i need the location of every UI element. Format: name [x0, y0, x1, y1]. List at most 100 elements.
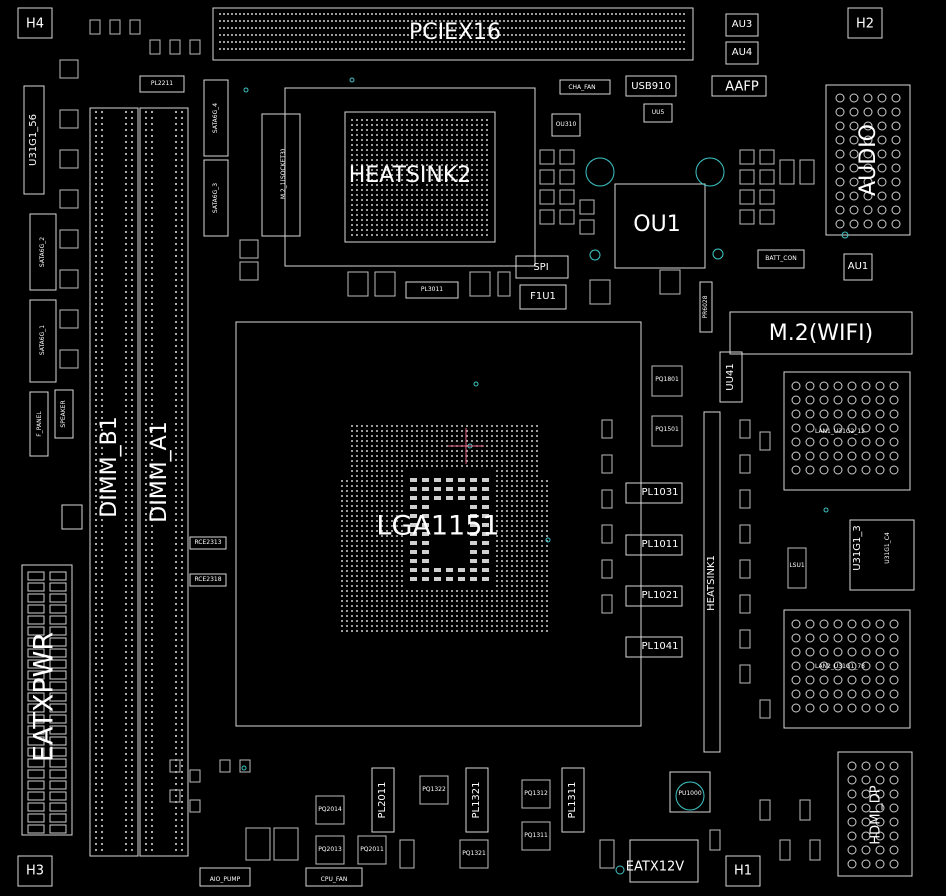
lan2-label: LAN2_U31G1_78 — [814, 663, 866, 670]
pl2211-inductor — [139, 75, 185, 93]
m2-wifi-slot[interactable] — [729, 311, 913, 355]
pl1021-label: PL1021 — [641, 590, 679, 601]
pl2011-label: PL2011 — [377, 781, 388, 819]
rce2313-label: RCE2313 — [194, 539, 222, 546]
pch-chip-outline — [344, 111, 496, 243]
uu5-label: UU5 — [651, 109, 665, 116]
f-panel-label: F_PANEL — [36, 411, 43, 437]
sata-1-label: SATA6G_1 — [39, 324, 46, 356]
lga1151-label: LGA1151 — [376, 510, 500, 542]
eatx12v-label: EATX12V — [625, 859, 685, 875]
pq1322-label: PQ1322 — [422, 786, 446, 793]
aafp-header[interactable] — [711, 75, 767, 97]
ou310-label: OU310 — [555, 121, 577, 128]
m2-wifi-label: M.2(WIFI) — [768, 321, 874, 346]
pl1011-label: PL1011 — [641, 539, 679, 550]
aafp-label: AAFP — [725, 79, 759, 95]
rce2313-resistor — [189, 536, 227, 550]
eatxpwr-connector[interactable] — [21, 564, 73, 836]
hdmi-dp-connector[interactable] — [837, 751, 913, 877]
u31g1-3-connector[interactable] — [849, 519, 915, 591]
pl1041-inductor — [625, 636, 683, 658]
cyan-standoff-marks — [241, 77, 849, 875]
pl2011-inductor — [371, 767, 395, 833]
pq1312-label: PQ1312 — [524, 790, 548, 797]
pr6028-label: PR6028 — [702, 295, 709, 319]
u31g1-3-label: U31G1_3 — [852, 525, 863, 571]
rce2318-resistor — [189, 573, 227, 587]
dimm-b1-slot[interactable] — [89, 107, 139, 857]
m2-socket3-outline — [261, 113, 301, 237]
au3-label: AU3 — [731, 19, 753, 30]
lan2-connector[interactable] — [783, 609, 911, 729]
small-components — [59, 19, 821, 869]
au1-label: AU1 — [847, 261, 869, 272]
au4-chip[interactable] — [725, 41, 759, 65]
pl2211-label: PL2211 — [150, 80, 174, 87]
h1-label: H1 — [733, 863, 753, 879]
pl1311-label: PL1311 — [567, 781, 578, 819]
ou310-chip — [551, 113, 581, 137]
lan1-label: LAN1_U31G2_12 — [814, 428, 866, 435]
pu1000-chip[interactable] — [669, 771, 711, 813]
cpu-fan-header[interactable] — [305, 867, 363, 887]
eatxpwr-label: EATXPWR — [28, 631, 60, 763]
pciex16-slot[interactable] — [212, 7, 694, 61]
crosshair-marker — [448, 428, 484, 464]
pl1021-inductor — [625, 585, 683, 607]
pl1011-inductor — [625, 534, 683, 556]
lsu1-label: LSU1 — [789, 562, 805, 569]
ou1-label: OU1 — [633, 212, 681, 237]
sata-1-connector[interactable] — [29, 299, 57, 383]
hole-h2 — [847, 7, 883, 39]
pq2014-label: PQ2014 — [318, 806, 342, 813]
heatsink1-label: HEATSINK1 — [706, 555, 717, 611]
pq2011-label: PQ2011 — [360, 846, 384, 853]
uu5-chip — [643, 103, 673, 123]
sata-4-label: SATA6G_4 — [212, 102, 219, 134]
cpu-socket-outline[interactable] — [235, 321, 642, 727]
au1-chip[interactable] — [843, 253, 873, 281]
aio-pump-label: AIO_PUMP — [209, 876, 241, 883]
pr6028-resistor — [699, 281, 713, 333]
hole-h3 — [17, 855, 53, 887]
cpu-fan-label: CPU_FAN — [320, 876, 348, 883]
cha-fan-header[interactable] — [559, 79, 611, 95]
au4-label: AU4 — [731, 47, 753, 58]
lan1-connector[interactable] — [783, 371, 911, 491]
sata-4-connector[interactable] — [203, 79, 229, 157]
ou1-chip[interactable] — [614, 183, 706, 269]
spi-label: SPI — [533, 262, 549, 273]
f-panel-header[interactable] — [29, 391, 49, 457]
h2-label: H2 — [855, 16, 875, 32]
pl1311-inductor — [561, 767, 585, 833]
hole-h4 — [17, 7, 53, 39]
heatsink2-label: HEATSINK2 — [348, 163, 472, 188]
cpu-pin-field — [341, 425, 548, 632]
dimm-a1-label: DIMM_A1 — [147, 421, 172, 523]
pl1041-label: PL1041 — [641, 641, 679, 652]
speaker-header[interactable] — [54, 389, 74, 439]
spi-header[interactable] — [515, 255, 569, 279]
dimm-a1-slot[interactable] — [139, 107, 189, 857]
f1u1-fuse[interactable] — [519, 284, 567, 310]
pciex16-label: PCIEX16 — [408, 20, 502, 45]
batt-con-label: BATT_CON — [765, 255, 797, 262]
f1u1-label: F1U1 — [530, 291, 556, 302]
sata-2-connector[interactable] — [29, 213, 57, 291]
heatsink1-outline — [703, 411, 721, 753]
aio-pump-header[interactable] — [199, 867, 251, 887]
uu41-chip[interactable] — [719, 351, 743, 403]
sata-3-connector[interactable] — [203, 159, 229, 237]
cha-fan-label: CHA_FAN — [568, 84, 596, 91]
uu41-label: UU41 — [725, 363, 736, 391]
audio-jack[interactable] — [825, 84, 911, 236]
batt-con-header[interactable] — [757, 249, 805, 269]
au3-chip[interactable] — [725, 13, 759, 37]
u31g1-56-connector[interactable] — [23, 85, 45, 195]
eatx12v-connector[interactable] — [629, 839, 699, 883]
pcie-pin-field — [219, 13, 685, 50]
usb910-header[interactable] — [625, 75, 677, 97]
